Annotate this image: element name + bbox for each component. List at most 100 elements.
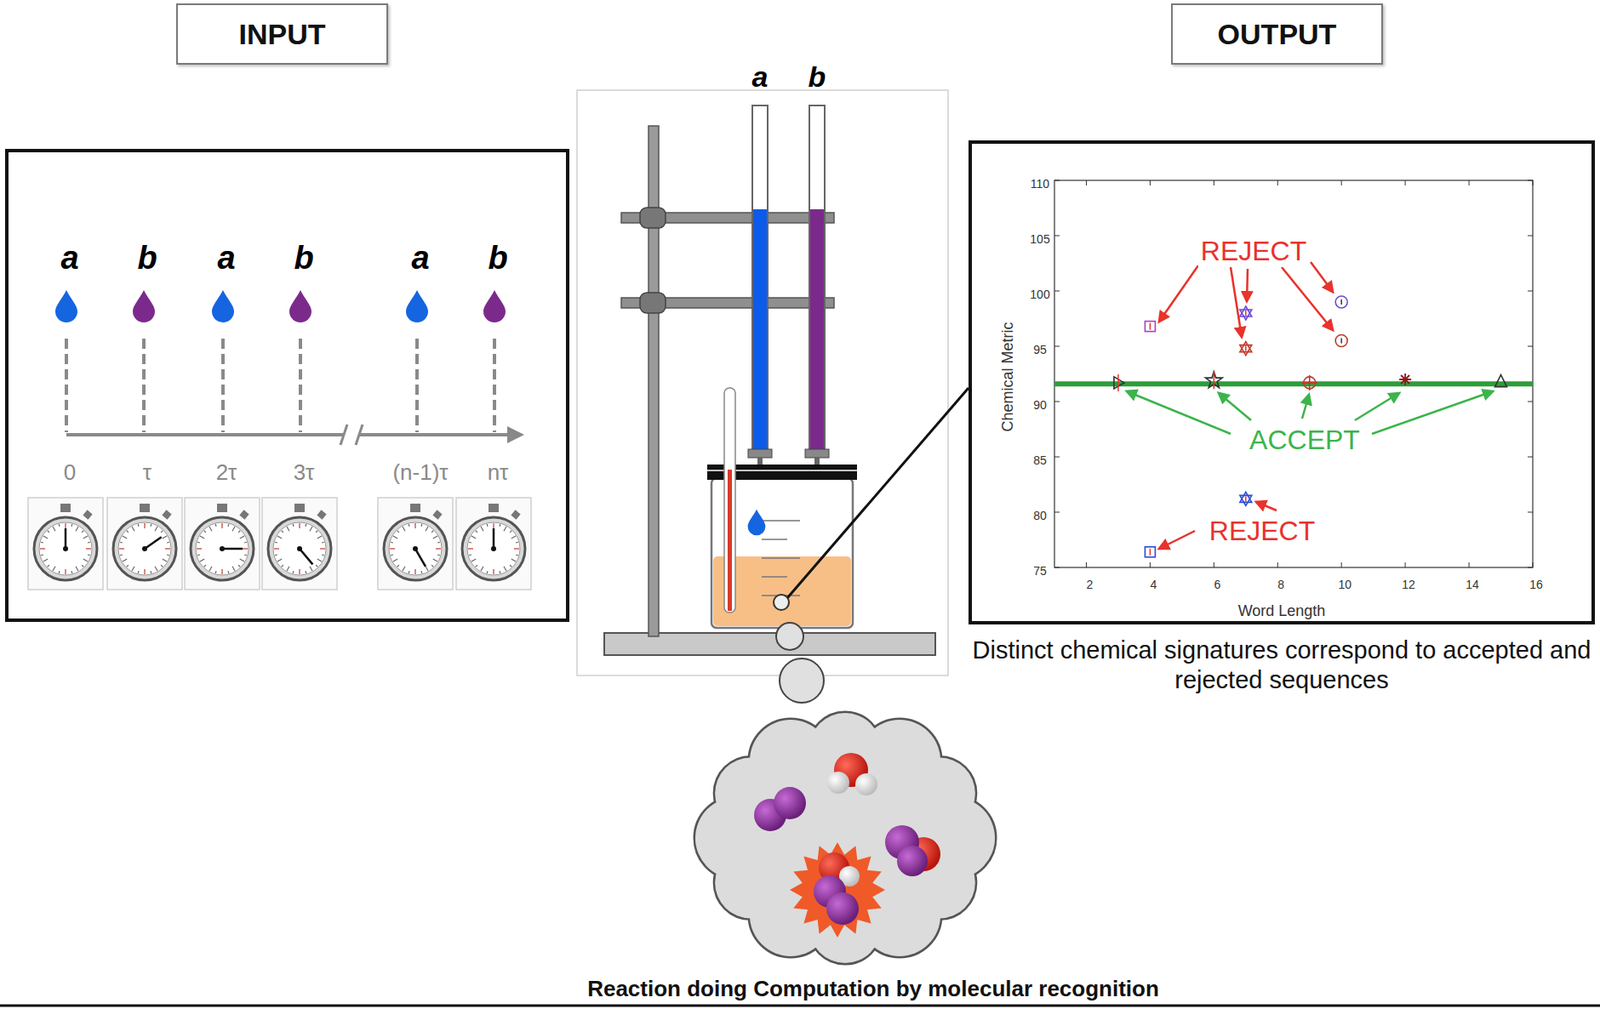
burette-liquid <box>753 209 767 451</box>
dial-tick <box>480 566 484 572</box>
x-tick-label: 12 <box>1401 577 1416 593</box>
y-tick-label: 75 <box>1033 564 1047 579</box>
y-tick-label: 95 <box>1033 342 1047 358</box>
output-panel: Chemical MetricWord LengthREJECTACCEPTRE… <box>968 140 1595 625</box>
dial-tick <box>390 542 394 544</box>
reagent-drop <box>289 290 312 323</box>
stopwatch-button <box>510 509 520 520</box>
x-tick-label: 14 <box>1465 577 1480 593</box>
accept-label: ACCEPT <box>1246 423 1363 457</box>
dial-tick <box>274 554 278 556</box>
dial-tick <box>431 565 434 567</box>
stopwatch-face <box>467 522 520 576</box>
dial-tick <box>166 542 170 544</box>
axis-tick <box>1054 512 1060 514</box>
dial-tick <box>227 524 229 527</box>
dial-tick <box>433 536 438 539</box>
dial-tick <box>154 566 158 572</box>
axis-title: Chemical Metric <box>999 321 1018 432</box>
dial-tick <box>414 523 416 529</box>
data-marker <box>1335 335 1348 348</box>
burette-tube <box>752 105 768 452</box>
dial-tick <box>58 524 61 527</box>
axis-tick <box>1527 457 1533 458</box>
marker-bar <box>1149 548 1152 556</box>
stopwatch <box>28 497 103 590</box>
stopwatch-crown <box>410 503 421 513</box>
dial-tick <box>197 542 200 544</box>
thermometer-mercury <box>727 469 732 612</box>
axis-tick <box>1527 180 1533 182</box>
input-timeline <box>28 290 532 590</box>
dial-tick <box>402 526 406 532</box>
marker-bar <box>1117 374 1120 392</box>
dial-tick <box>274 548 280 549</box>
dial-tick <box>281 531 284 533</box>
reagent-letter: b <box>137 239 157 279</box>
dial-tick <box>292 571 295 574</box>
dial-tick <box>197 554 200 556</box>
graduation <box>761 520 800 522</box>
dial-tick <box>149 571 152 574</box>
stopwatch-face <box>273 522 326 576</box>
x-tick-label: 6 <box>1213 577 1221 593</box>
dial-tick <box>196 548 202 549</box>
dial-tick <box>215 571 218 574</box>
dial-tick <box>321 542 325 544</box>
dashed-time-marker <box>415 338 419 433</box>
dial-tick <box>204 531 206 533</box>
y-tick-label: 110 <box>1030 177 1050 192</box>
circle-marker <box>1335 335 1348 348</box>
x-tick-label: 4 <box>1149 577 1157 593</box>
data-marker <box>1302 375 1318 391</box>
y-tick-label: 85 <box>1033 453 1047 469</box>
reagent-drop <box>132 290 155 323</box>
dial-tick <box>509 531 512 533</box>
dial-tick <box>122 536 127 539</box>
stopwatch-frame <box>184 497 260 590</box>
stopwatch-case <box>383 517 447 581</box>
callout-arrow <box>1310 262 1333 292</box>
dial-tick <box>471 559 476 562</box>
stopwatch-button <box>82 509 92 520</box>
dial-tick <box>47 531 50 533</box>
dial-tick <box>315 531 318 533</box>
reagent-drop <box>55 290 78 323</box>
stopwatch-case <box>190 517 254 581</box>
dial-tick <box>70 524 73 527</box>
stopwatch-face <box>39 522 92 576</box>
dial-tick <box>304 524 307 527</box>
atom <box>855 773 878 796</box>
dial-tick <box>87 554 91 556</box>
dial-tick <box>437 542 440 544</box>
dial-tick <box>75 566 79 572</box>
dial-tick <box>390 554 394 556</box>
dial-tick <box>40 548 46 549</box>
dial-tick <box>120 554 123 556</box>
stopcock <box>748 449 772 458</box>
stopwatch <box>262 497 338 590</box>
dial-tick <box>468 554 472 556</box>
marker-bar <box>1340 299 1343 305</box>
dial-tick <box>162 536 167 539</box>
dial-tick <box>492 523 494 529</box>
burette-tube <box>809 105 825 452</box>
dial-tick <box>221 523 223 529</box>
dial-tick <box>475 565 478 567</box>
dial-tick <box>420 571 423 574</box>
time-tick-label: (n-1)τ <box>392 459 448 486</box>
axis-tick <box>1149 562 1151 568</box>
stopwatch-crown <box>294 503 305 513</box>
reagent-letter: a <box>60 239 79 279</box>
dial-tick <box>437 554 440 556</box>
dial-tick <box>274 542 278 544</box>
stopwatch-button <box>316 509 326 520</box>
x-tick-label: 8 <box>1277 577 1285 593</box>
dial-tick <box>126 565 129 567</box>
reject-label: REJECT <box>1206 514 1318 548</box>
circle-marker <box>1335 296 1348 309</box>
dial-tick <box>393 536 398 539</box>
sample-point <box>773 594 789 611</box>
dial-tick <box>43 559 48 562</box>
dial-tick <box>232 566 235 572</box>
